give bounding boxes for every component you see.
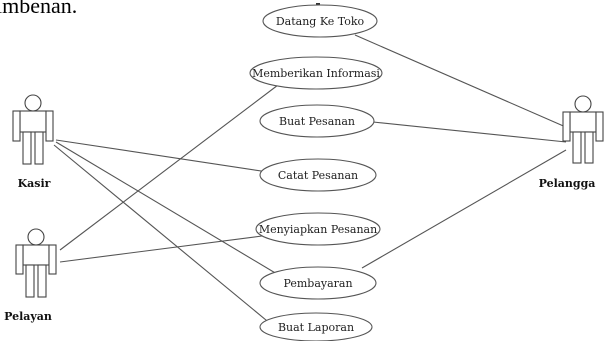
association-lines [53, 34, 569, 326]
use-case-label: Pembayaran [283, 277, 352, 290]
use-case-pembayaran: Pembayaran [259, 266, 377, 300]
line-kasir-laporan [53, 144, 273, 326]
line-pelanggan-datang [354, 34, 569, 129]
line-pelanggan-pembayaran [361, 149, 567, 269]
line-pelayan-menyiapkan [59, 235, 263, 263]
use-case-laporan: Buat Laporan [259, 312, 373, 342]
actor-pelayan: Pelayan [4, 228, 57, 323]
use-case-label: Datang Ke Toko [276, 15, 365, 28]
actor-label: Pelangga [539, 177, 596, 190]
use-case-buat-pesanan: Buat Pesanan [259, 104, 375, 138]
use-case-datang: Datang Ke Toko [262, 4, 378, 38]
actor-pelanggan: Pelangga [539, 95, 604, 190]
use-case-label: Memberikan Informasi [252, 67, 380, 80]
use-case-menyiapkan: Menyiapkan Pesanan [255, 212, 381, 246]
use-case-catat: Catat Pesanan [259, 158, 377, 192]
use-case-memberikan: Memberikan Informasi [249, 56, 383, 90]
header-text: imbenan. [0, 0, 77, 18]
use-case-label: Catat Pesanan [278, 169, 358, 182]
actor-figure-icon [12, 94, 54, 165]
actor-label: Pelayan [4, 310, 52, 323]
actor-figure-icon [562, 95, 604, 164]
actor-figure-icon [15, 228, 57, 298]
line-pelayan-memberikan [59, 84, 279, 251]
line-kasir-catat [55, 139, 269, 173]
line-kasir-pembayaran [55, 141, 283, 278]
line-pelanggan-buat-pesanan [372, 121, 567, 143]
actor-kasir: Kasir [12, 94, 54, 190]
use-case-label: Buat Pesanan [279, 115, 355, 128]
use-case-label: Buat Laporan [278, 321, 354, 334]
actor-label: Kasir [18, 177, 51, 190]
use-case-label: Menyiapkan Pesanan [259, 223, 377, 236]
